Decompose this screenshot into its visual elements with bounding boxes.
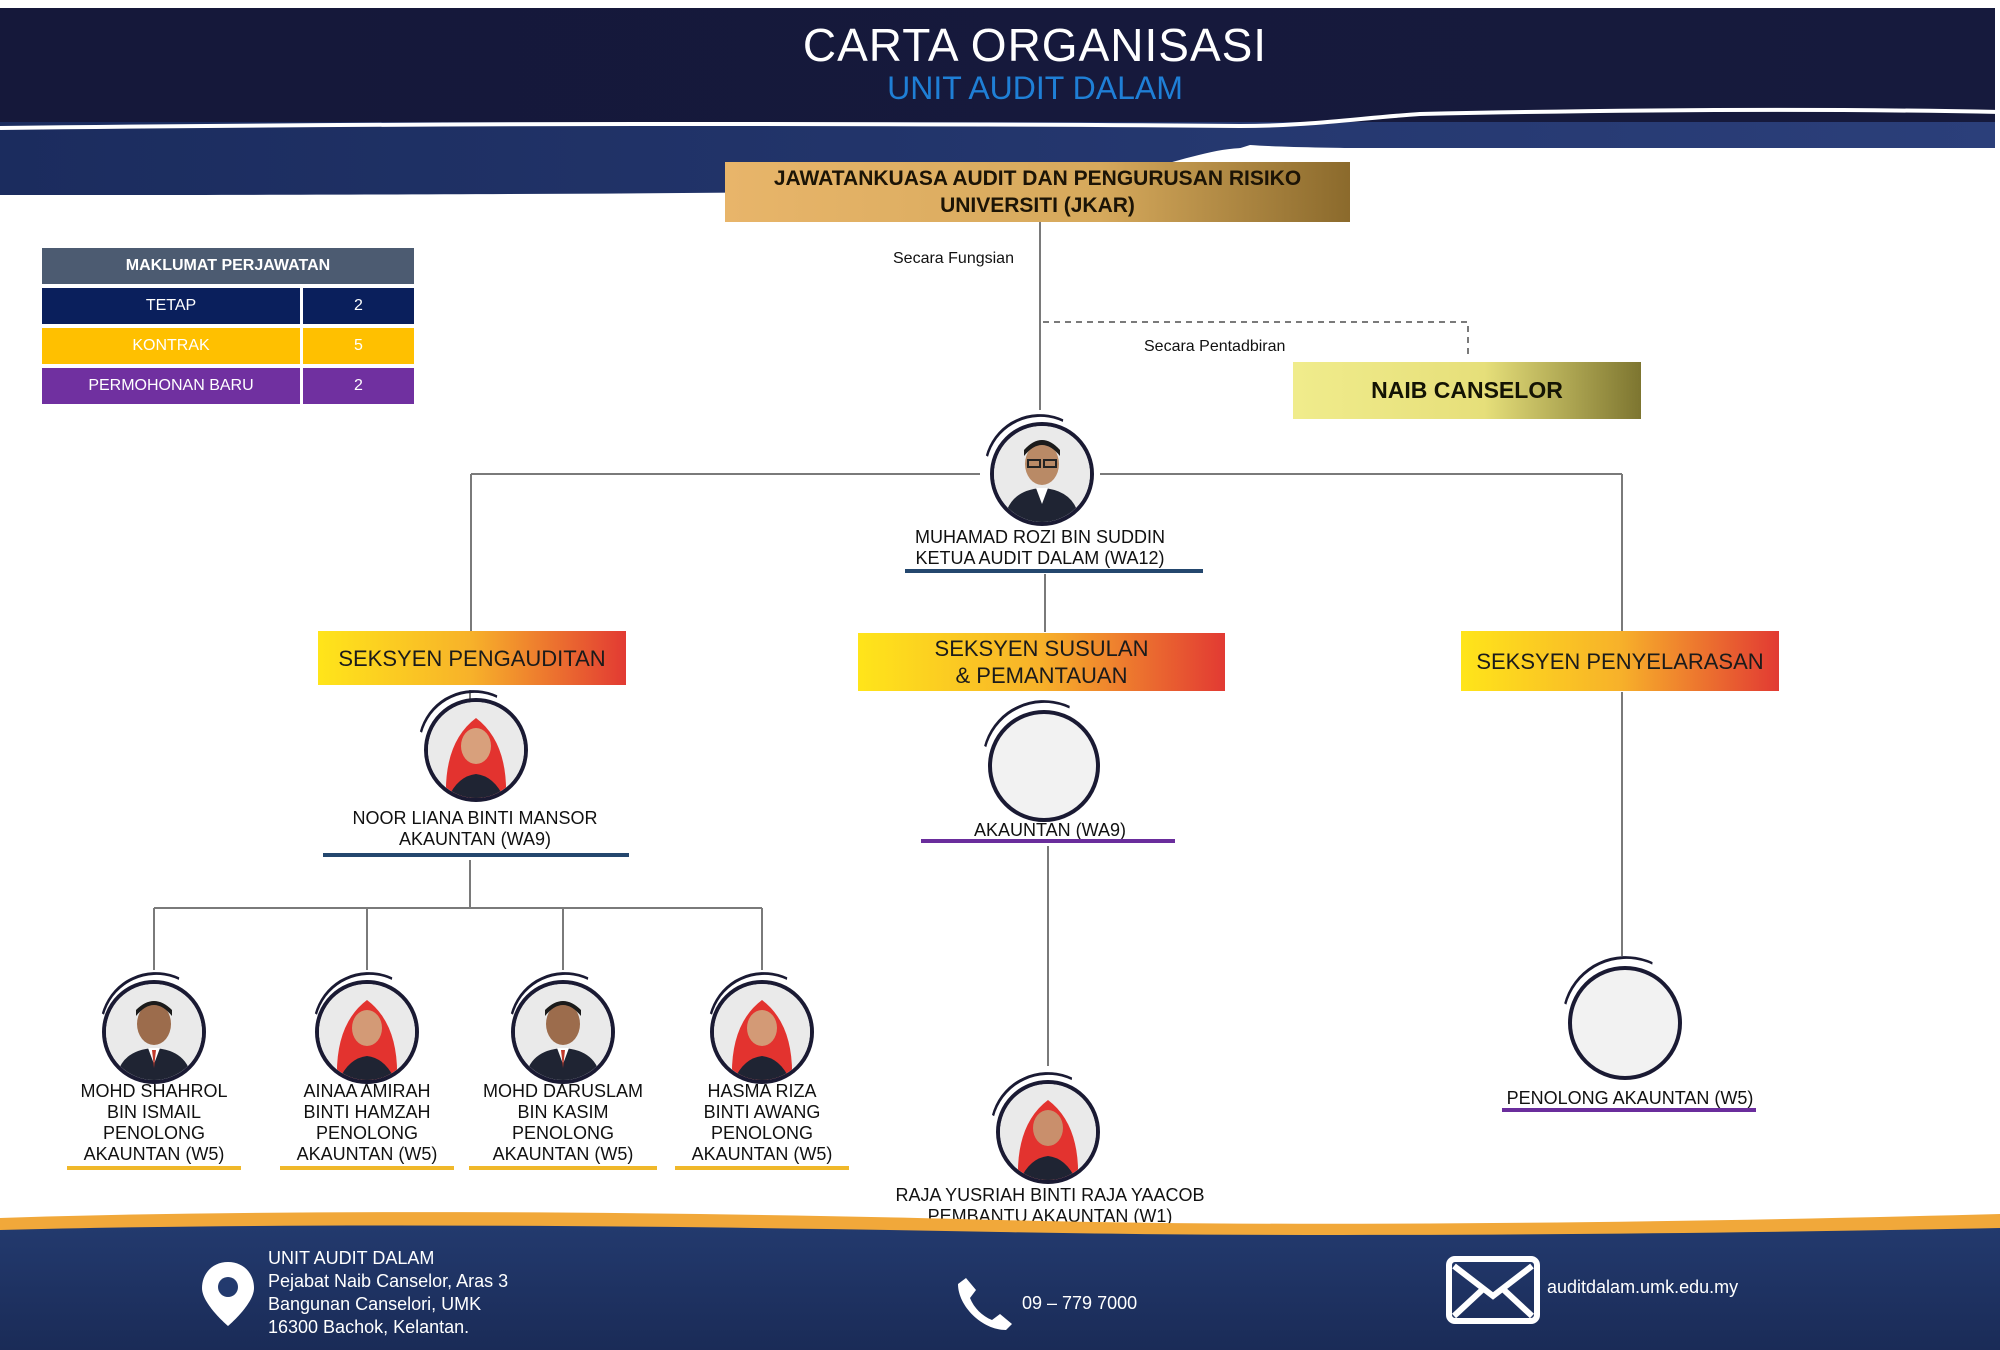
- administrative-line-label: Secara Pentadbiran: [1144, 338, 1286, 355]
- followup-lead-position: AKAUNTAN (WA9): [973, 820, 1126, 840]
- audit-staff-photo: [315, 980, 419, 1084]
- audit-staff-underline: [67, 1166, 241, 1170]
- staffing-category: TETAP: [42, 288, 303, 324]
- audit-staff-line: BIN KASIM: [517, 1102, 609, 1122]
- followup-staff-photo: [996, 1080, 1100, 1184]
- audit-staff-line: MOHD SHAHROL: [80, 1081, 228, 1101]
- footer-address-line: Pejabat Naib Canselor, Aras 3: [268, 1271, 509, 1291]
- footer-address-line: UNIT AUDIT DALAM: [268, 1248, 435, 1268]
- staffing-category: PERMOHONAN BARU: [42, 368, 303, 404]
- head-photo: [990, 422, 1094, 526]
- footer-phone: 09 – 779 7000: [1022, 1293, 1138, 1313]
- footer-address-line: Bangunan Canselori, UMK: [268, 1294, 482, 1314]
- head-position: KETUA AUDIT DALAM (WA12): [915, 548, 1165, 568]
- chart-title: CARTA ORGANISASI: [802, 19, 1268, 71]
- audit-staff-line: AINAA AMIRAH: [303, 1081, 431, 1101]
- section-coordination: SEKSYEN PENYELARASAN: [1461, 631, 1779, 691]
- audit-staff-line: AKAUNTAN (W5): [296, 1144, 438, 1164]
- audit-staff-line: BINTI HAMZAH: [303, 1102, 431, 1122]
- footer-address-line: 16300 Bachok, Kelantan.: [268, 1317, 470, 1337]
- head-underline: [905, 569, 1203, 573]
- audit-staff-line: PENOLONG: [511, 1123, 615, 1143]
- audit-lead-photo: [424, 698, 528, 802]
- audit-staff-line: BIN ISMAIL: [106, 1102, 202, 1122]
- female-avatar-icon: [714, 984, 810, 1080]
- audit-staff-line: PENOLONG: [710, 1123, 814, 1143]
- audit-staff-photo: [511, 980, 615, 1084]
- footer-website[interactable]: auditdalam.umk.edu.my: [1547, 1277, 1739, 1297]
- section-followup: SEKSYEN SUSULAN & PEMANTAUAN: [858, 633, 1225, 691]
- audit-staff-line: PENOLONG: [102, 1123, 206, 1143]
- audit-lead-name: NOOR LIANA BINTI MANSOR: [352, 808, 598, 828]
- male-avatar-icon: [515, 984, 611, 1080]
- followup-lead-underline: [921, 839, 1175, 843]
- audit-lead-position: AKAUNTAN (WA9): [398, 829, 551, 849]
- staffing-table-heading: MAKLUMAT PERJAWATAN: [42, 248, 414, 284]
- footer-address: UNIT AUDIT DALAM Pejabat Naib Canselor, …: [268, 1247, 508, 1339]
- staffing-count: 2: [303, 288, 414, 324]
- audit-staff-line: HASMA RIZA: [707, 1081, 817, 1101]
- audit-staff-underline: [469, 1166, 657, 1170]
- female-avatar-icon: [1000, 1084, 1096, 1180]
- staffing-count: 2: [303, 368, 414, 404]
- location-pin-icon: [202, 1262, 254, 1326]
- audit-staff-line: AKAUNTAN (W5): [83, 1144, 225, 1164]
- audit-staff-line: MOHD DARUSLAM: [482, 1081, 643, 1101]
- phone-icon: [958, 1278, 1012, 1330]
- naib-canselor-box: NAIB CANSELOR: [1293, 362, 1641, 419]
- male-avatar-icon: [106, 984, 202, 1080]
- audit-staff-underline: [675, 1166, 849, 1170]
- mail-icon: [1446, 1256, 1540, 1324]
- section-audit: SEKSYEN PENGAUDITAN: [318, 631, 626, 685]
- vacant-photo-placeholder: [988, 710, 1100, 822]
- audit-staff-photo: [710, 980, 814, 1084]
- vacant-photo-placeholder: [1568, 966, 1682, 1080]
- audit-staff-line: AKAUNTAN (W5): [691, 1144, 833, 1164]
- audit-lead-underline: [323, 853, 629, 857]
- unit-subtitle: UNIT AUDIT DALAM: [887, 70, 1183, 106]
- audit-staff-line: AKAUNTAN (W5): [492, 1144, 634, 1164]
- functional-line-label: Secara Fungsian: [893, 250, 1014, 267]
- audit-staff-photo: [102, 980, 206, 1084]
- female-avatar-icon: [428, 702, 524, 798]
- audit-staff-line: PENOLONG: [315, 1123, 419, 1143]
- staffing-count: 5: [303, 328, 414, 364]
- audit-staff-line: BINTI AWANG: [703, 1102, 821, 1122]
- coordination-staff-underline: [1502, 1108, 1756, 1112]
- jkar-committee-box: JAWATANKUASA AUDIT DAN PENGURUSAN RISIKO…: [725, 162, 1350, 222]
- female-avatar-icon: [319, 984, 415, 1080]
- staffing-category: KONTRAK: [42, 328, 303, 364]
- head-name: MUHAMAD ROZI BIN SUDDIN: [914, 527, 1165, 547]
- followup-staff-name: RAJA YUSRIAH BINTI RAJA YAACOB: [895, 1185, 1205, 1205]
- header-banner: [0, 0, 2000, 200]
- male-avatar-icon: [994, 426, 1090, 522]
- coordination-staff-position: PENOLONG AKAUNTAN (W5): [1506, 1088, 1754, 1108]
- audit-staff-underline: [280, 1166, 454, 1170]
